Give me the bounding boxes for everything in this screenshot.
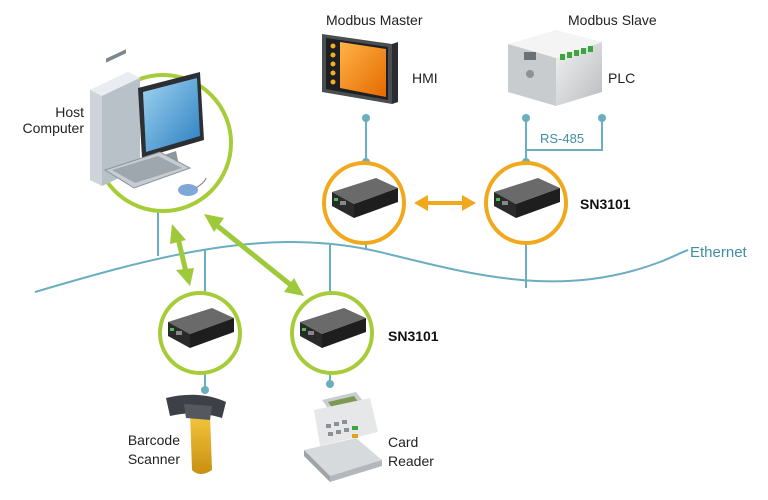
host-computer-icon [90,49,207,196]
serial-server-icon [494,178,560,218]
green-arrow-barcode [170,224,194,286]
serial-server-icon [300,308,366,348]
label-host-line1: Host [55,104,84,120]
serial-server-icon [332,178,398,218]
label-modbus-master: Modbus Master [326,12,423,28]
green-arrow-card [204,214,304,296]
serial-server-icon [168,308,234,348]
orange-arrow [414,195,476,211]
plc-icon [508,30,602,106]
hmi-panel-icon [322,34,398,104]
label-card-line2: Reader [388,453,434,469]
label-rs485: RS-485 [540,131,585,146]
label-sn3101-top: SN3101 [580,196,631,212]
label-sn3101-bottom: SN3101 [388,328,439,344]
label-plc: PLC [608,70,636,86]
card-reader-icon [304,392,382,482]
label-card-line1: Card [388,434,419,450]
label-hmi: HMI [412,70,438,86]
rs485-line [526,118,603,151]
label-barcode-line2: Scanner [127,451,180,467]
label-modbus-slave: Modbus Slave [568,12,657,28]
label-ethernet: Ethernet [690,244,747,261]
ethernet-line [34,241,689,293]
label-host-line2: Computer [22,120,84,136]
label-barcode-line1: Barcode [127,432,180,448]
barcode-scanner-icon [166,394,226,474]
